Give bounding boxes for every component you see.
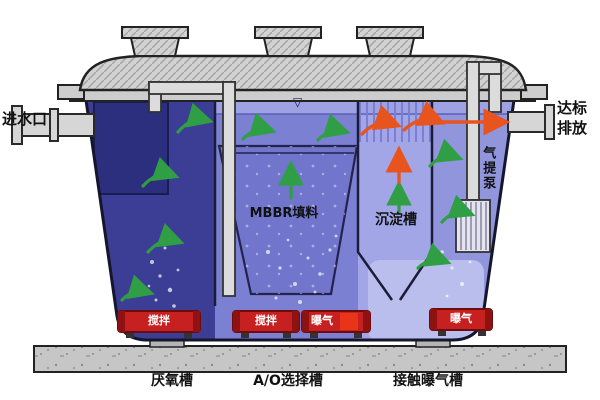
airlift-pump-pipe	[466, 61, 502, 201]
rim-flange-left	[57, 84, 85, 100]
ground-base	[33, 345, 567, 373]
stirrer-1-unit	[117, 310, 201, 338]
tank-lid	[78, 26, 528, 92]
aerator-2-unit	[429, 308, 493, 336]
inlet-distribution-box	[93, 101, 169, 195]
manhole-3	[356, 26, 424, 57]
aerator-1-unit	[301, 310, 371, 338]
airlift-pump-basket	[455, 199, 491, 253]
outlet-pipe	[507, 104, 555, 140]
rim-flange-right	[520, 84, 548, 100]
flow-arrows-green	[120, 102, 476, 302]
manhole-1	[121, 26, 189, 57]
flow-arrows-orange	[360, 101, 511, 184]
inlet-pipe	[11, 105, 95, 145]
tank-rim	[69, 89, 536, 102]
mbbr-box	[217, 144, 359, 296]
stirrer-2-unit	[232, 310, 300, 338]
transfer-pipe	[148, 81, 236, 297]
manhole-2	[254, 26, 322, 57]
sedimentation-weir	[359, 102, 431, 142]
